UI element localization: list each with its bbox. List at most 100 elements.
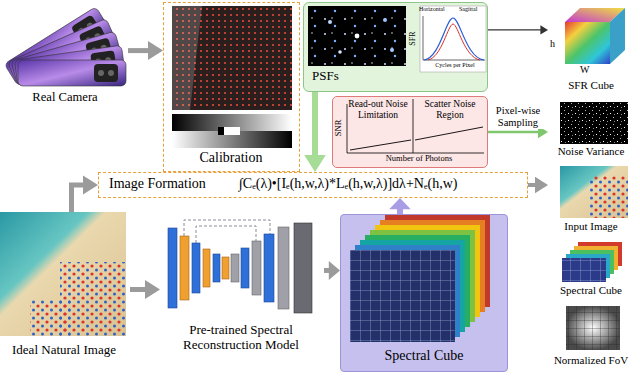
psf-images-part bbox=[390, 48, 394, 52]
arrow-head bbox=[83, 176, 98, 195]
network-illustration-part bbox=[241, 248, 249, 288]
noise-plot-lines-part bbox=[347, 104, 484, 153]
network-illustration-part bbox=[222, 257, 229, 279]
network-illustration-part bbox=[278, 227, 289, 309]
calibration-photo-part bbox=[218, 127, 224, 135]
text-holder: PSFs bbox=[312, 69, 372, 84]
node-label: SFR Cube bbox=[548, 79, 634, 92]
spectral-cube-stack-part bbox=[350, 250, 455, 342]
flow-arrow bbox=[528, 177, 548, 193]
axis-label: W bbox=[580, 64, 592, 76]
network-illustration-part bbox=[168, 228, 177, 308]
input-image-part bbox=[590, 176, 628, 218]
edge-label: Pixel-wise Sampling bbox=[490, 105, 546, 129]
text-holder: Image Formation bbox=[109, 176, 233, 192]
input-image-part bbox=[560, 166, 628, 218]
text-holder: Cycles per Pixel bbox=[424, 62, 486, 69]
natural-image bbox=[0, 212, 126, 336]
axis-label: Horizontal bbox=[419, 6, 455, 13]
node-label: PSFs bbox=[312, 69, 372, 84]
arrow-shaft bbox=[128, 48, 150, 53]
text-holder: Pixel-wise Sampling bbox=[490, 105, 546, 129]
text-holder: Ideal Natural Image bbox=[0, 343, 128, 358]
network-illustration-part bbox=[203, 249, 210, 287]
text-holder: Calibration bbox=[164, 150, 298, 166]
network-illustration-part bbox=[180, 236, 189, 300]
calibration-photo bbox=[172, 6, 292, 148]
natural-image-part bbox=[30, 300, 70, 336]
node-label: ∫Cₑ(λ)•[Iₑ(h,w,λ)*Lₑ(h,w,λ)]dλ+Nₑ(h,w) bbox=[239, 176, 523, 192]
text-holder: Real Camera bbox=[2, 90, 128, 104]
axis-label: Cycles per Pixel bbox=[424, 62, 486, 69]
flow-arrow bbox=[72, 176, 99, 213]
arrow-head bbox=[389, 198, 411, 209]
sfr-plot bbox=[420, 6, 486, 72]
arrow-head bbox=[540, 25, 548, 34]
node-label: Spectral Cube bbox=[548, 284, 634, 297]
small-spectral-cube-part bbox=[562, 258, 606, 282]
flow-arrow bbox=[324, 261, 340, 280]
psf-images-part bbox=[338, 50, 342, 54]
fov-map-part bbox=[566, 306, 620, 350]
phone-illustration bbox=[4, 7, 126, 86]
noise-variance-image-part bbox=[560, 102, 628, 144]
node-label: Noise Variance bbox=[548, 145, 634, 158]
fov-map-part bbox=[566, 306, 620, 350]
axis-label: h bbox=[550, 38, 560, 50]
axis-label: Number of Photons bbox=[352, 154, 486, 164]
fov-map bbox=[566, 306, 620, 350]
arrow-shaft bbox=[488, 29, 542, 30]
psf-images-part bbox=[383, 18, 387, 22]
network-illustration-part bbox=[264, 234, 274, 302]
text-holder: Noise Variance bbox=[548, 145, 634, 158]
node-label: Read-out Noise Limitation bbox=[346, 99, 410, 121]
noise-plot-lines-part bbox=[350, 140, 411, 150]
node-label: Calibration bbox=[164, 150, 298, 166]
arrow-head bbox=[148, 41, 163, 60]
calibration-photo-part bbox=[172, 6, 292, 110]
arrow-head bbox=[535, 177, 548, 193]
sfr-plot-part bbox=[420, 6, 486, 72]
network-illustration-part bbox=[231, 254, 239, 282]
arrow-shaft bbox=[488, 131, 540, 134]
axis-label: Sagittal bbox=[459, 6, 485, 13]
flow-arrow bbox=[488, 25, 548, 34]
text-holder: Horizontal bbox=[419, 6, 455, 13]
text-holder: Spectral Cube bbox=[548, 284, 634, 297]
network-illustration-part bbox=[184, 220, 270, 236]
phone-illustration-part-part bbox=[98, 70, 104, 76]
calibration-photo-part bbox=[224, 127, 240, 135]
input-image bbox=[560, 166, 628, 218]
node-label: Spectral Cube bbox=[341, 348, 507, 364]
text-holder: SFR Cube bbox=[548, 79, 634, 92]
sfr-plot-part bbox=[423, 16, 485, 60]
flow-arrow bbox=[389, 198, 411, 214]
psf-images-part bbox=[328, 20, 332, 24]
network-illustration bbox=[168, 220, 312, 313]
network-illustration-part bbox=[294, 223, 312, 313]
phone-illustration-part bbox=[18, 60, 126, 86]
node-label: Normalized FoV bbox=[548, 354, 634, 367]
node-label: Pre-trained Spectral Reconstruction Mode… bbox=[160, 323, 322, 353]
sfr-cube-part bbox=[565, 22, 610, 64]
text-holder: Normalized FoV bbox=[548, 354, 634, 367]
phone-illustration-part-part bbox=[94, 64, 118, 82]
text-holder: Read-out Noise Limitation bbox=[346, 99, 410, 121]
axis-label: SNR bbox=[334, 117, 344, 139]
node-label: Image Formation bbox=[109, 176, 233, 192]
network-illustration-part bbox=[192, 243, 200, 293]
node-label: Scatter Noise Region bbox=[417, 99, 483, 121]
spectral-cube-stack bbox=[350, 215, 490, 342]
psf-images-part bbox=[308, 6, 406, 66]
arrow-shaft bbox=[312, 92, 318, 158]
formula-box: Image Formation ∫Cₑ(λ)•[Iₑ(h,w,λ)*Lₑ(h,w,… bbox=[98, 172, 528, 198]
network-illustration-part bbox=[213, 254, 220, 282]
small-spectral-cube-part bbox=[562, 258, 606, 282]
sfr-cube bbox=[565, 8, 625, 64]
text-holder: Number of Photons bbox=[352, 154, 486, 164]
noise-plot-lines-part bbox=[413, 99, 414, 153]
text-holder: SFR bbox=[402, 34, 424, 43]
text-holder: Spectral Cube bbox=[341, 348, 507, 364]
node-label: Real Camera bbox=[2, 90, 128, 104]
arrow-shaft bbox=[130, 287, 147, 292]
